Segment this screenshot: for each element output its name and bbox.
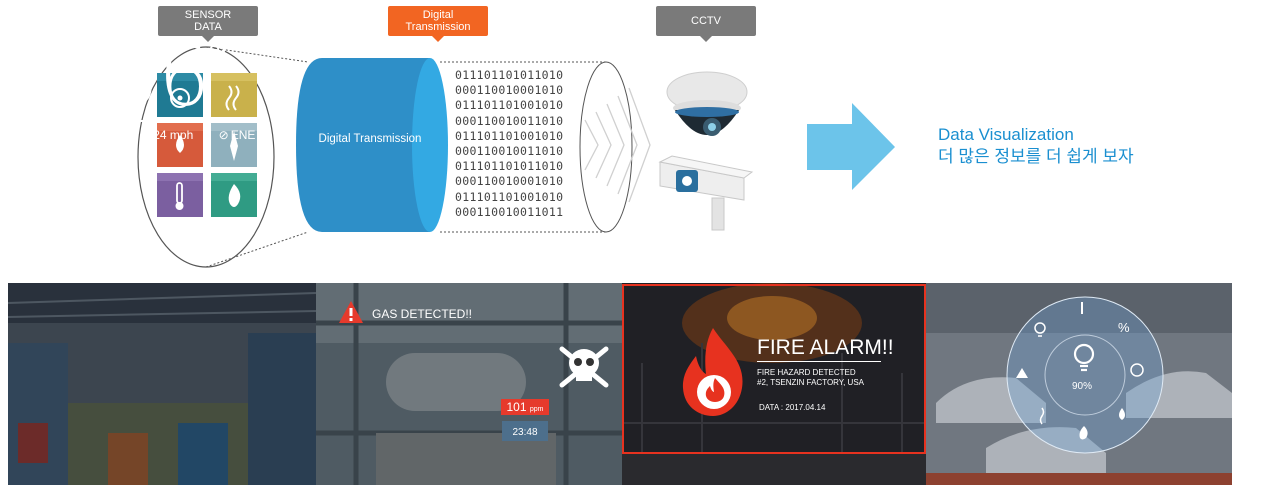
sensor-data-callout: SENSOR DATA [158,6,258,42]
small-bulb-icon [1034,322,1046,337]
binary-line: 011101101001010 [455,98,564,113]
skull-icon [559,346,609,388]
droplet-icon: 💧︎ [86,128,91,142]
direction-value: ENE [230,128,256,142]
binary-line: 011101101011010 [455,159,564,174]
plant-pipes-image [316,283,622,485]
temperature-value: 36 [108,30,210,125]
humidity-icon [176,135,184,153]
heat-waves-icon [225,85,240,111]
humidity-value: 80% [90,128,115,142]
binary-line: 011101101001010 [455,189,564,204]
heat-icon [1039,407,1045,425]
fire-divider [757,361,881,362]
fire-small-icon [1079,426,1088,440]
bulb-percent: 90% [1072,381,1093,392]
ppm-value: 101 [506,400,527,414]
transmission-callout-line1: Digital [422,9,454,21]
time-value: 23:48 [512,427,538,438]
sensor-callout-line1: SENSOR [184,9,232,21]
funnel-line-top [205,46,309,63]
transmission-callout-line2: Transmission [405,21,471,33]
pipe-end-ellipse [579,61,633,233]
cylinder-body [296,58,430,232]
funnel-line-bottom [205,231,309,268]
warning-triangle-icon [339,301,363,323]
visualization-title: Data Visualization [938,125,1074,144]
cylinder-face [412,58,448,232]
compass-icon: ⊘ [218,128,229,142]
digital-transmission-callout: Digital Transmission [388,6,488,42]
factory-floor-image [8,283,316,485]
fire-panel [622,283,926,485]
percent-icon: % [1118,320,1130,335]
dome-camera-icon [666,71,748,136]
right-arrow-icon [807,103,895,190]
transmission-diagram [137,46,895,268]
fire-details: FIRE HAZARD DETECTED #2, TSENZIN FACTORY… [757,368,864,388]
binary-line: 000110010011010 [455,144,564,159]
fire-alarm-title: FIRE ALARM!! [757,336,894,359]
fire-alarm-frame [622,284,926,454]
weather-stats: 💧︎80% ⇰24 mph ⊘ENE [86,128,277,143]
droplet-icon [1119,408,1125,420]
binary-line: 000110010011010 [455,113,564,128]
direction-stat: ⊘ENE [219,128,256,142]
compass-icon [230,131,238,161]
binary-line: 000110010001010 [455,174,564,189]
binary-stream: 011101101011010 000110010001010 01110110… [455,68,563,220]
gas-alert: GAS DETECTED!! [372,307,473,321]
cctv-callout-label: CCTV [691,15,721,27]
flame-icon [682,328,743,416]
smart-factory-ring: % [1006,296,1164,454]
fire-detail-line2: #2, TSENZIN FACTORY, USA [757,378,864,387]
signal-chevrons-icon [584,87,651,203]
flame-icon [228,184,241,207]
cylinder-label: Digital Transmission [318,133,422,145]
temperature-divider [86,120,242,122]
humidity-stat: 💧︎80% [86,128,115,142]
binary-line: 000110010011011 [455,204,564,219]
binary-line: 000110010001010 [455,83,564,98]
gas-panel [316,283,622,485]
sensor-callout-line2: DATA [194,21,222,33]
wind-value: 24 mph [153,128,194,142]
bulb-icon [1073,343,1095,372]
cctv-callout: CCTV [656,6,756,42]
radiation-icon [170,88,190,108]
refinery-fire-image [622,283,926,485]
radiation-icon [1016,368,1028,378]
binary-line: 011101101011010 [455,68,564,82]
fire-detail-line1: FIRE HAZARD DETECTED [757,368,856,377]
temperature-panel [8,283,316,485]
fire-date: DATA : 2017.04.14 [759,403,826,412]
wind-stat: ⇰24 mph [140,128,193,142]
ppm-unit: ppm [529,406,544,413]
time-badge: 23:48 [502,421,548,441]
bullet-camera-icon [658,155,754,231]
compass-icon [1130,363,1144,377]
sensor-tiles [157,73,257,217]
visualization-subtitle: 더 많은 정보를 더 쉽게 보자 [938,147,1134,166]
temperature-unit: ℃ [207,41,241,74]
factory-panel [926,283,1232,485]
ppm-badge: 101 ppm [501,399,549,415]
visualization-heading: Data Visualization 더 많은 정보를 더 쉽게 보자 [938,124,1134,168]
binary-line: 011101101001010 [455,128,564,143]
wind-icon: ⇰ [140,128,151,142]
car-factory-image [926,283,1232,485]
